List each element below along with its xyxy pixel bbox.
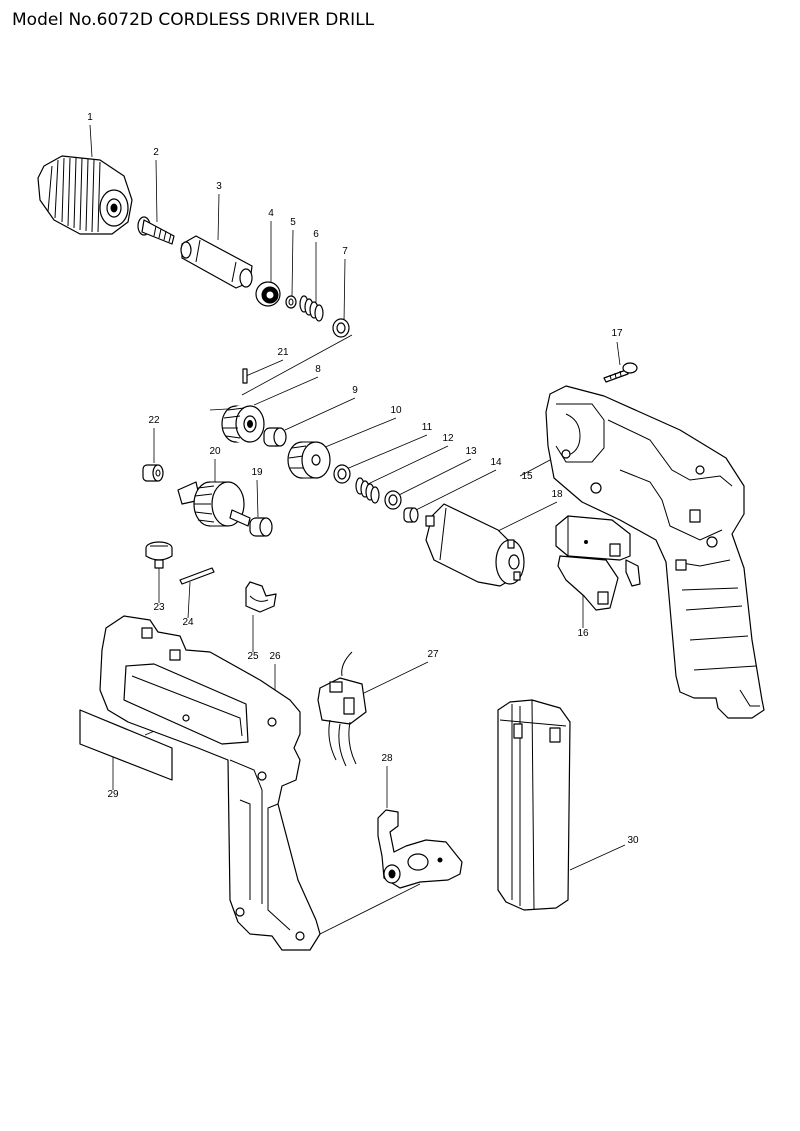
housing-left	[99, 615, 321, 951]
part-number-6: 6	[313, 229, 319, 240]
leaf-spring	[179, 567, 215, 585]
reversing-knob	[145, 541, 173, 569]
part-number-18: 18	[551, 489, 563, 500]
part-number-1: 1	[87, 112, 93, 123]
part-number-15: 15	[521, 471, 533, 482]
flat-washer-13	[384, 490, 402, 510]
part-number-2: 2	[153, 147, 159, 158]
part-number-10: 10	[390, 405, 402, 416]
name-plate	[79, 709, 173, 781]
spindle	[180, 235, 253, 289]
part-number-19: 19	[251, 467, 263, 478]
part-number-22: 22	[148, 415, 160, 426]
battery-pack	[497, 699, 571, 911]
part-number-5: 5	[290, 217, 296, 228]
part-number-12: 12	[442, 433, 454, 444]
drill-chuck	[37, 155, 133, 235]
flat-washer-11	[333, 464, 351, 484]
spur-gear-10	[287, 441, 331, 479]
part-number-16: 16	[577, 628, 589, 639]
part-number-24: 24	[182, 617, 194, 628]
part-number-14: 14	[490, 457, 502, 468]
part-number-30: 30	[627, 835, 639, 846]
tapping-screw	[603, 362, 638, 383]
dc-motor	[425, 503, 525, 587]
flat-washer-7	[332, 318, 350, 338]
housing-right	[545, 385, 765, 719]
part-number-4: 4	[268, 208, 274, 219]
retaining-ring	[285, 295, 297, 309]
part-number-28: 28	[381, 753, 393, 764]
part-number-9: 9	[352, 385, 358, 396]
part-number-25: 25	[247, 651, 259, 662]
part-number-29: 29	[107, 789, 119, 800]
sleeve-19	[249, 517, 273, 537]
terminal-plate	[377, 809, 463, 889]
chuck-screw	[137, 216, 175, 245]
compression-spring	[299, 295, 324, 322]
part-number-20: 20	[209, 446, 221, 457]
sleeve-9	[263, 427, 287, 447]
spur-gear-8	[221, 405, 265, 443]
leader-lines	[89, 124, 626, 936]
callout-numbers: 1234567891011121314151617181920212223242…	[87, 112, 639, 846]
part-number-11: 11	[422, 422, 433, 433]
part-number-17: 17	[611, 328, 623, 339]
part-number-13: 13	[465, 446, 477, 457]
cord-holder	[245, 581, 277, 613]
part-number-23: 23	[153, 602, 165, 613]
compression-spring-12	[355, 477, 380, 504]
part-number-8: 8	[315, 364, 321, 375]
part-number-21: 21	[277, 347, 289, 358]
battery-terminal	[317, 651, 367, 767]
part-number-26: 26	[269, 651, 281, 662]
part-number-7: 7	[342, 246, 348, 257]
page-title: Model No.6072D CORDLESS DRIVER DRILL	[12, 10, 375, 30]
pinion-gear	[403, 507, 419, 523]
trigger-switch	[555, 515, 641, 611]
part-number-27: 27	[427, 649, 439, 660]
gear-assembly-20	[177, 481, 251, 527]
part-number-3: 3	[216, 181, 222, 192]
pin	[242, 368, 248, 384]
ball-bearing	[255, 281, 281, 307]
sleeve-22	[142, 464, 164, 482]
